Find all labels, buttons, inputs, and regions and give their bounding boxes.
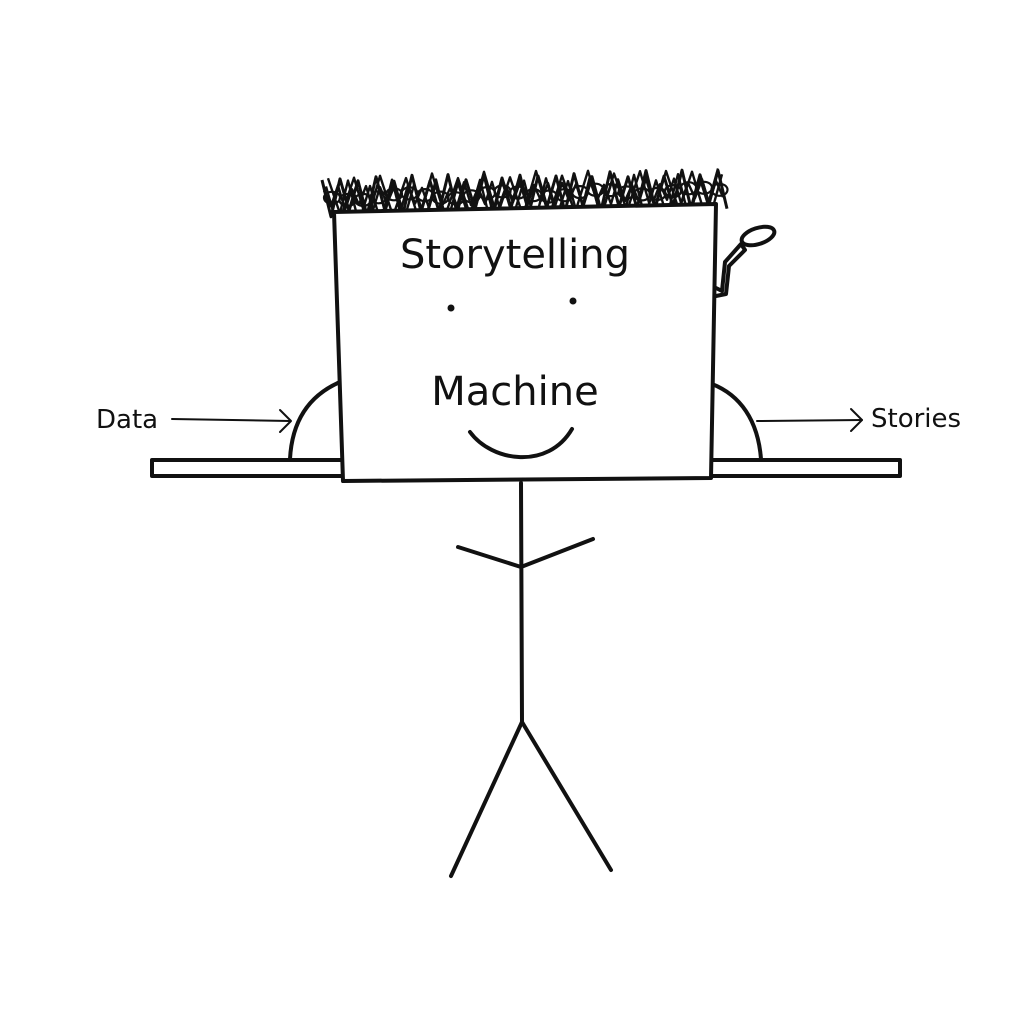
right-ear <box>710 382 763 461</box>
left-eye <box>447 304 455 312</box>
hair-scribble-stroke <box>322 177 725 212</box>
machine-box <box>332 202 718 483</box>
crank-handle <box>714 224 777 298</box>
torso <box>519 481 524 724</box>
smile <box>468 427 574 460</box>
hair-scribble-stroke <box>324 173 724 227</box>
output-label: Stories <box>871 404 961 434</box>
machine-subtitle: Machine <box>431 369 598 415</box>
left-ear <box>288 380 342 461</box>
left-leg <box>449 720 524 878</box>
hair-curl <box>710 182 729 197</box>
input-arrow <box>171 409 292 433</box>
right-eye <box>569 297 577 305</box>
stick-figure-body <box>449 481 613 878</box>
right-arm <box>519 537 595 569</box>
machine-title: Storytelling <box>400 232 630 278</box>
output-arrow <box>756 408 863 432</box>
right-leg <box>520 720 613 872</box>
input-label: Data <box>96 405 158 435</box>
left-arm <box>456 545 523 569</box>
